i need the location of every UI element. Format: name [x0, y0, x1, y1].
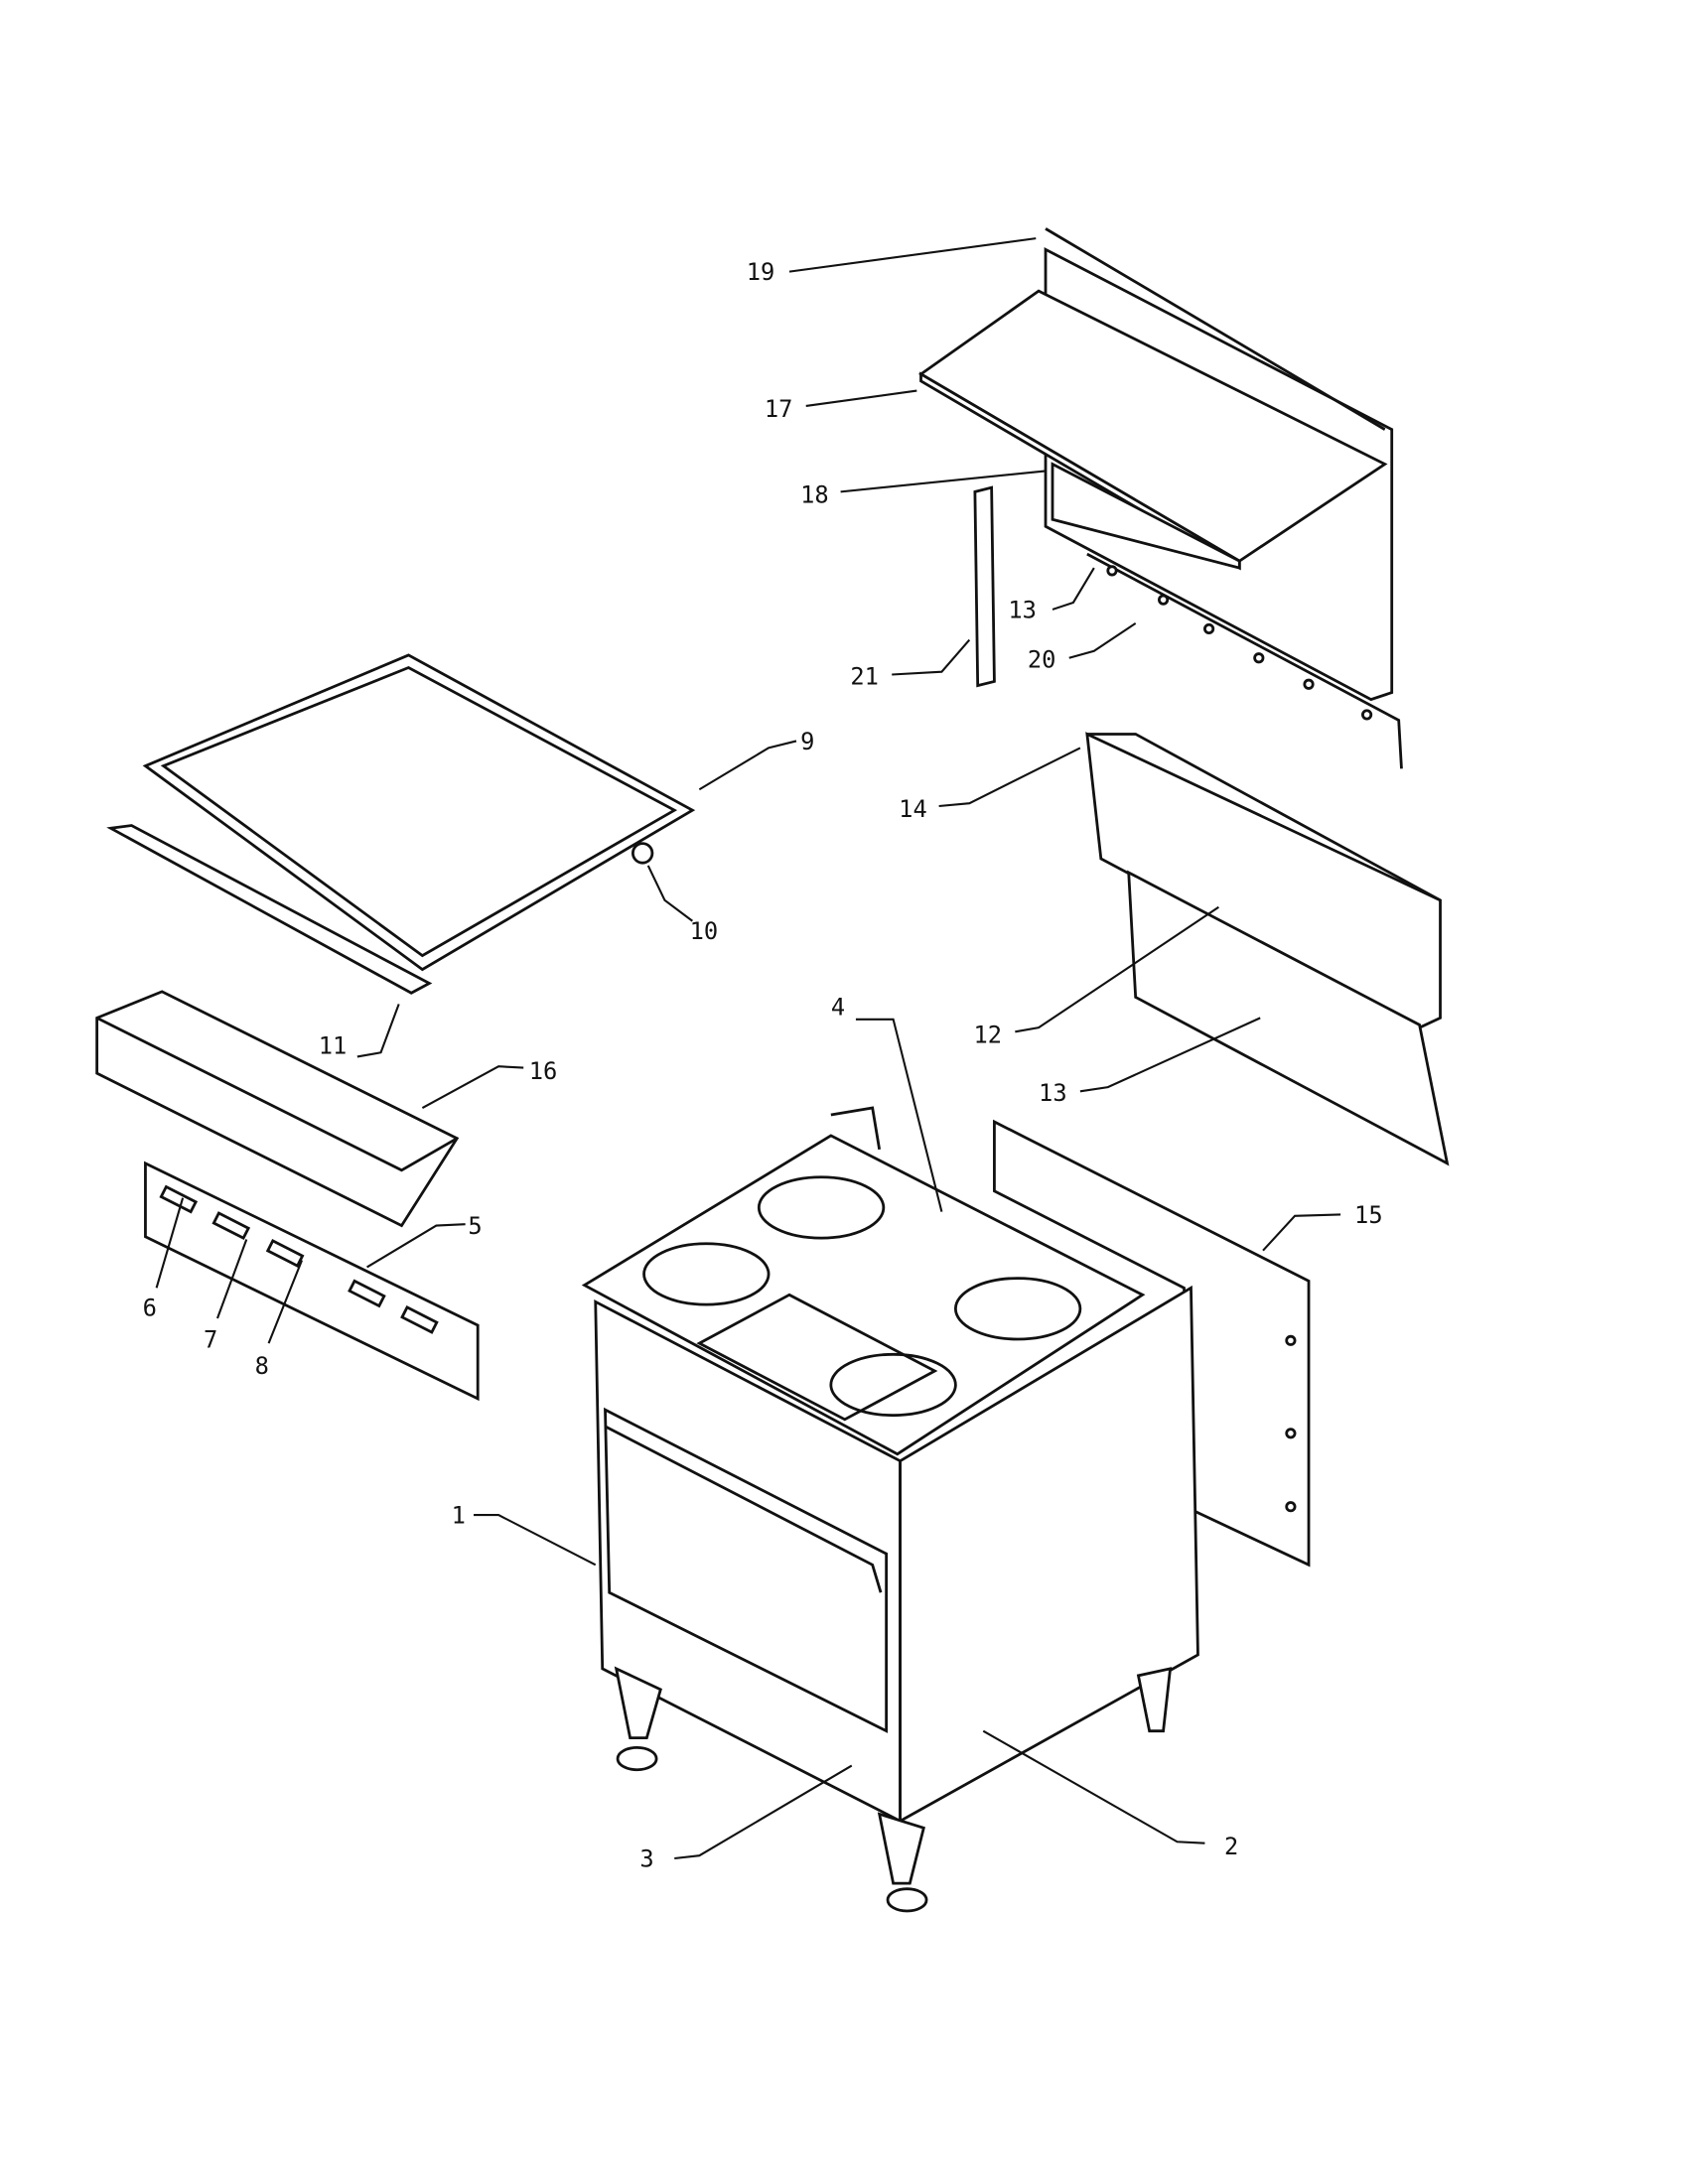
- bracket-20: [1086, 552, 1403, 769]
- griddle-plate: [106, 653, 696, 995]
- callout-8: 8: [255, 1352, 269, 1380]
- center-plate: [696, 1293, 938, 1422]
- callout-6: 6: [143, 1294, 157, 1321]
- control-panel-5: [144, 1160, 480, 1402]
- door-handle: [604, 1425, 883, 1593]
- leader-lines: [155, 237, 1341, 1860]
- callout-1: 1: [452, 1501, 466, 1529]
- callout-12: 12: [974, 1021, 1003, 1048]
- backsplash-shelf-assembly: [917, 227, 1403, 769]
- callout-13a: 13: [1008, 596, 1037, 623]
- support-bar-21: [973, 485, 996, 688]
- callout-5: 5: [468, 1212, 482, 1240]
- callout-17: 17: [765, 395, 793, 423]
- callout-7: 7: [204, 1325, 217, 1353]
- callout-14: 14: [899, 795, 927, 823]
- leg: [1136, 1667, 1173, 1733]
- front-cover-16: [95, 990, 460, 1228]
- heat-shield-14: [1085, 732, 1450, 1166]
- callout-15: 15: [1354, 1201, 1383, 1229]
- callout-4: 4: [831, 994, 845, 1022]
- callout-10: 10: [690, 917, 719, 945]
- callout-21: 21: [850, 662, 879, 690]
- callout-2: 2: [1224, 1833, 1238, 1860]
- callout-19: 19: [747, 258, 775, 286]
- oven-door-3: [604, 1407, 889, 1733]
- leg: [877, 1812, 925, 1885]
- shelf-rail: [1045, 227, 1386, 431]
- callout-9: 9: [800, 728, 814, 755]
- callout-labels: 1 2 3 4 5 6 7 8 9 10 11 12 13 13 14 15 1…: [143, 258, 1383, 1872]
- callout-3: 3: [639, 1844, 653, 1872]
- drain-fitting-10: [632, 842, 654, 865]
- leg: [614, 1666, 662, 1740]
- callout-20: 20: [1028, 646, 1056, 674]
- callout-13b: 13: [1039, 1079, 1067, 1107]
- callout-11: 11: [319, 1032, 348, 1060]
- grease-trough-11: [106, 824, 433, 995]
- range-body-1: [581, 1106, 1199, 1913]
- shelf-front: [1051, 462, 1241, 570]
- callout-18: 18: [800, 481, 829, 509]
- callout-16: 16: [529, 1057, 558, 1085]
